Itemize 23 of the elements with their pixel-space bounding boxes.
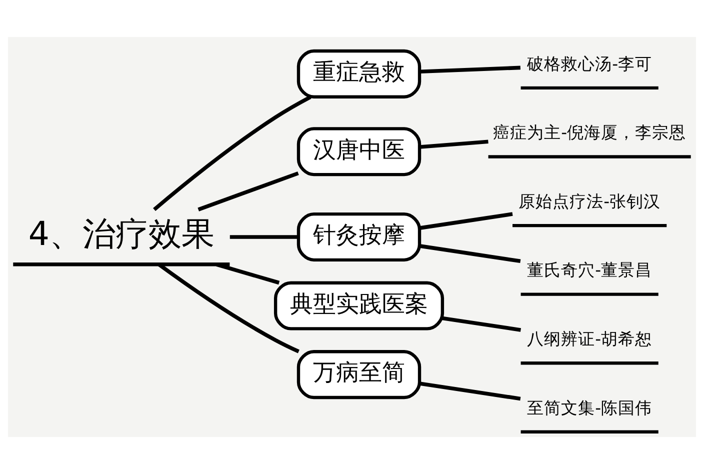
connector [216,262,280,284]
node-box: 汉唐中医 [296,126,422,176]
connector [419,381,521,400]
node-text: 至简文集-陈国伟 [527,398,652,417]
node-text: 八纲辨证-胡希恕 [527,329,652,348]
connector [419,244,521,263]
connector [198,170,299,211]
node-text: 原始点疗法-张钊汉 [518,191,661,210]
node-text: 癌症为主-倪海厦，李宗恩 [493,122,686,142]
connector [158,262,300,353]
node-text: 4、治疗效果 [28,214,214,253]
connector [230,234,298,238]
connector [419,139,488,148]
node-text: 破格救心汤-李可 [527,54,652,73]
node-box: 典型实践医案 [274,280,444,330]
node-box: 重症急救 [296,48,422,98]
connector [442,316,522,332]
connector [420,65,520,74]
connector [153,94,312,210]
connector [419,212,513,230]
node-box: 万病至简 [296,350,422,399]
node-box: 针灸按摩 [296,212,422,262]
node-text: 董氏奇穴-董景昌 [527,260,652,280]
